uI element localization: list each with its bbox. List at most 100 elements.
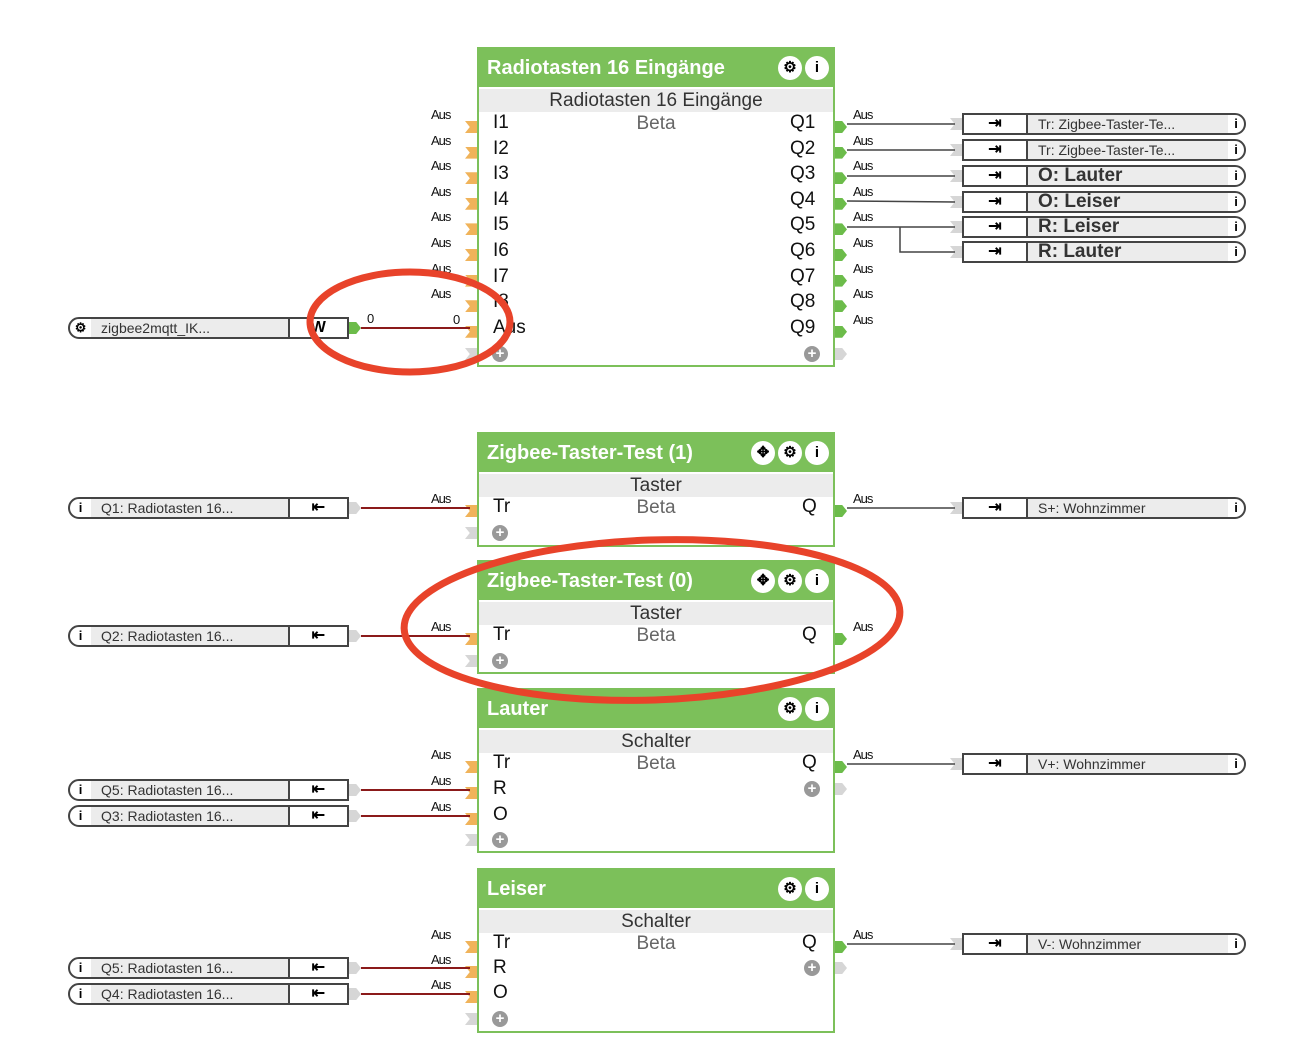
info-icon[interactable]: i [805, 56, 829, 80]
input-port[interactable] [465, 197, 477, 210]
reference-input-port[interactable] [950, 170, 962, 182]
reference-input-port[interactable] [950, 196, 962, 208]
add-output-port[interactable] [835, 348, 847, 360]
input-port[interactable] [465, 941, 477, 953]
input-port[interactable] [465, 505, 477, 517]
reference-input-port[interactable] [950, 221, 962, 233]
add-input-port[interactable] [465, 527, 477, 539]
reference-output-port[interactable] [349, 784, 361, 796]
gear-icon[interactable]: ⚙ [778, 569, 802, 593]
reference-input-port[interactable] [950, 144, 962, 156]
add-input-button[interactable]: + [492, 346, 508, 362]
reference-output-port[interactable] [349, 988, 361, 1000]
reference-input-port[interactable] [950, 758, 962, 770]
reference-input-port[interactable] [950, 118, 962, 130]
input-port[interactable] [465, 121, 477, 133]
info-icon[interactable]: i [1234, 756, 1238, 771]
info-icon[interactable]: i [78, 960, 83, 975]
output-reference[interactable]: ⇥Tr: Zigbee-Taster-Te...i [962, 113, 1246, 135]
add-input-port[interactable] [465, 1013, 477, 1025]
add-output-button[interactable]: + [804, 960, 820, 976]
output-port[interactable] [835, 121, 847, 133]
input-port[interactable] [465, 325, 477, 338]
output-port[interactable] [835, 197, 847, 210]
reference-input-port[interactable] [950, 938, 962, 950]
input-port[interactable] [465, 300, 477, 313]
reference-output-port[interactable] [349, 962, 361, 974]
block-title[interactable]: Leiser [479, 870, 833, 908]
info-icon[interactable]: i [1234, 168, 1238, 183]
output-port[interactable] [835, 223, 847, 236]
move-icon[interactable]: ✥ [751, 569, 775, 593]
reference-output-port[interactable] [349, 630, 361, 642]
gear-icon[interactable]: ⚙ [778, 877, 802, 901]
info-icon[interactable]: i [78, 500, 83, 515]
output-port[interactable] [835, 249, 847, 261]
info-icon[interactable]: i [1234, 244, 1238, 259]
gear-icon[interactable]: ⚙ [778, 697, 802, 721]
add-output-port[interactable] [835, 962, 847, 974]
reference-input-port[interactable] [950, 502, 962, 514]
output-port[interactable] [835, 941, 847, 953]
gear-icon[interactable]: ⚙ [778, 56, 802, 80]
add-output-button[interactable]: + [804, 781, 820, 797]
info-icon[interactable]: i [1234, 116, 1238, 131]
add-output-button[interactable]: + [804, 346, 820, 362]
info-icon[interactable]: i [805, 441, 829, 465]
info-icon[interactable]: i [78, 808, 83, 823]
gear-icon[interactable]: ⚙ [778, 441, 802, 465]
output-reference[interactable]: ⇥Tr: Zigbee-Taster-Te...i [962, 139, 1246, 161]
add-input-button[interactable]: + [492, 1011, 508, 1027]
input-port[interactable] [465, 633, 477, 645]
input-port[interactable] [465, 761, 477, 773]
output-port[interactable] [835, 172, 847, 185]
output-port[interactable] [835, 633, 847, 645]
reference-output-port[interactable] [349, 810, 361, 822]
output-port[interactable] [835, 325, 847, 338]
info-icon[interactable]: i [805, 697, 829, 721]
input-port[interactable] [465, 223, 477, 236]
input-port[interactable] [465, 249, 477, 261]
info-icon[interactable]: i [78, 986, 83, 1001]
input-port[interactable] [465, 813, 477, 825]
output-port[interactable] [835, 761, 847, 773]
output-port[interactable] [835, 274, 847, 287]
input-port[interactable] [465, 787, 477, 799]
info-icon[interactable]: i [1234, 500, 1238, 515]
info-icon[interactable]: i [78, 628, 83, 643]
output-port[interactable] [835, 146, 847, 159]
gear-icon[interactable]: ⚙ [74, 320, 87, 335]
output-port[interactable] [835, 300, 847, 313]
block-title[interactable]: Zigbee-Taster-Test (1) [479, 434, 833, 472]
input-port[interactable] [465, 966, 477, 978]
info-icon[interactable]: i [1234, 142, 1238, 157]
info-icon[interactable]: i [1234, 219, 1238, 234]
reference-output-port[interactable] [349, 322, 361, 334]
output-port[interactable] [835, 505, 847, 517]
input-port[interactable] [465, 172, 477, 185]
add-output-port[interactable] [835, 783, 847, 795]
info-icon[interactable]: i [805, 569, 829, 593]
move-icon[interactable]: ✥ [751, 441, 775, 465]
add-input-port[interactable] [465, 834, 477, 846]
add-input-button[interactable]: + [492, 653, 508, 669]
input-reference[interactable]: ⚙zigbee2mqtt_IK...W [68, 317, 349, 339]
add-input-button[interactable]: + [492, 525, 508, 541]
info-icon[interactable]: i [1234, 936, 1238, 951]
